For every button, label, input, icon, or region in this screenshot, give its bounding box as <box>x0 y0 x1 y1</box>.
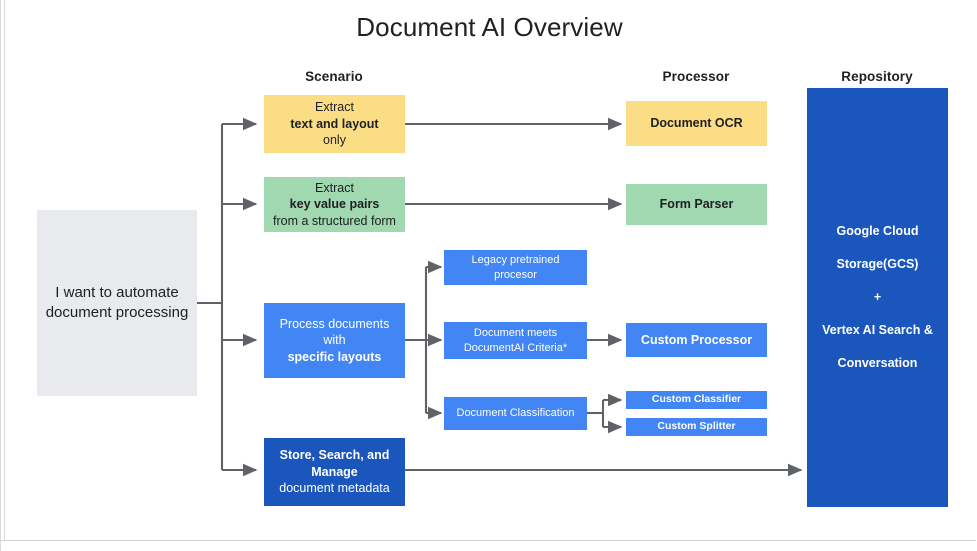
processor-node-document-ocr[interactable]: Document OCR <box>626 101 767 146</box>
scenario-node-store-search-manage[interactable]: Store, Search, and Manage document metad… <box>264 438 405 506</box>
processor-node-custom-classifier[interactable]: Custom Classifier <box>626 391 767 409</box>
processor-node-custom-splitter[interactable]: Custom Splitter <box>626 418 767 436</box>
scenario-label-specific-layouts: Process documents with specific layouts <box>279 316 390 364</box>
scenario-node-text-layout[interactable]: Extract text and layout only <box>264 95 405 153</box>
branch-node-document-classification[interactable]: Document Classification <box>444 397 587 430</box>
frame-left-border <box>4 0 5 540</box>
repository-label: Google Cloud Storage(GCS) + Vertex AI Se… <box>822 224 933 371</box>
scenario-label-text-layout: Extract text and layout only <box>290 100 379 148</box>
processor-node-custom-processor[interactable]: Custom Processor <box>626 323 767 357</box>
frame-bottom-border <box>1 540 976 541</box>
column-header-repository: Repository <box>841 69 913 84</box>
scenario-label-key-value-pairs: Extract key value pairs from a structure… <box>273 180 396 228</box>
column-header-processor: Processor <box>662 69 730 84</box>
branch-node-meets-criteria[interactable]: Document meets DocumentAI Criteria* <box>444 322 587 359</box>
processor-node-form-parser[interactable]: Form Parser <box>626 184 767 225</box>
column-header-scenario: Scenario <box>305 69 363 84</box>
branch-node-legacy-pretrained[interactable]: Legacy pretrained procesor <box>444 250 587 285</box>
input-node-automate-document-processing[interactable]: I want to automate document processing <box>37 210 197 396</box>
repository-node-gcs-vertex[interactable]: Google Cloud Storage(GCS) + Vertex AI Se… <box>807 88 948 507</box>
scenario-node-key-value-pairs[interactable]: Extract key value pairs from a structure… <box>264 177 405 232</box>
scenario-label-store-search-manage: Store, Search, and Manage document metad… <box>279 448 390 496</box>
scenario-node-specific-layouts[interactable]: Process documents with specific layouts <box>264 303 405 378</box>
page-title: Document AI Overview <box>356 12 623 42</box>
